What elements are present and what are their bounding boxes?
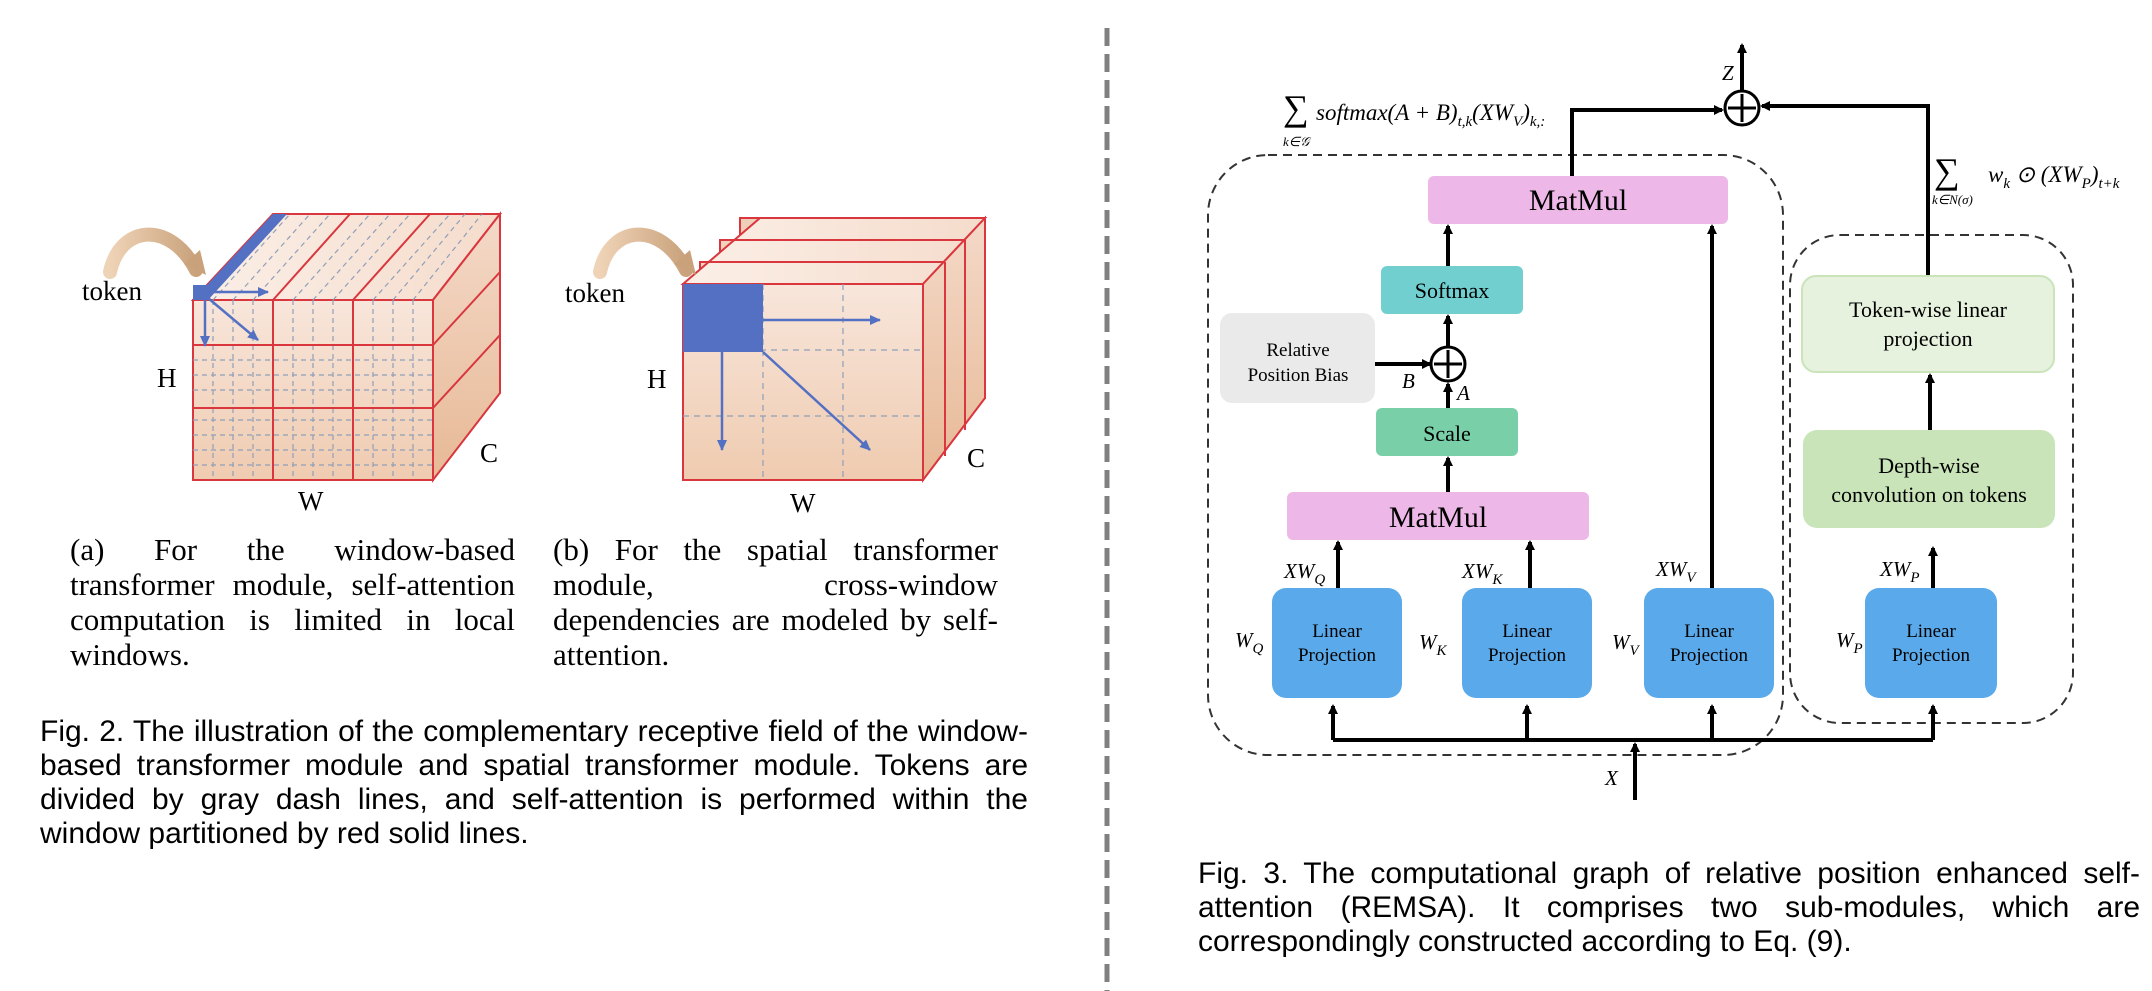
svg-text:wk ⊙ (XWP)t+k: wk ⊙ (XWP)t+k (1988, 162, 2120, 192)
subcaption-b: (b) For the spatial transformer module, … (553, 532, 998, 672)
cube-b-token-label: token (565, 278, 625, 308)
svg-text:Depth-wise: Depth-wise (1878, 453, 1979, 478)
depth-wise-convolution-node: Depth-wise convolution on tokens (1803, 430, 2055, 528)
svg-text:∑: ∑ (1283, 88, 1309, 128)
svg-text:Token-wise linear: Token-wise linear (1849, 297, 2008, 322)
fig3-caption: Fig. 3. The computational graph of relat… (1198, 857, 2140, 958)
cube-b: token H W C (565, 215, 988, 518)
matmul-top-node: MatMul (1428, 176, 1728, 224)
svg-text:Scale: Scale (1423, 421, 1471, 446)
svg-text:k∈𝒢: k∈𝒢 (1283, 134, 1312, 149)
label-xwp: XWP (1879, 557, 1920, 586)
sum-node-z (1723, 89, 1761, 127)
bias-line-1: Relative (1266, 340, 1329, 361)
svg-text:Projection: Projection (1488, 645, 1567, 666)
svg-text:Linear: Linear (1684, 621, 1734, 642)
bias-line-2: Position Bias (1248, 365, 1349, 386)
linear-p-node: Linear Projection (1865, 588, 1997, 698)
svg-text:MatMul: MatMul (1529, 184, 1627, 217)
svg-text:Linear: Linear (1502, 621, 1552, 642)
svg-text:convolution on tokens: convolution on tokens (1831, 482, 2027, 507)
svg-text:Linear: Linear (1312, 621, 1362, 642)
svg-text:Projection: Projection (1670, 645, 1749, 666)
linear-q-node: Linear Projection (1272, 588, 1402, 698)
cube-b-w-label: W (790, 488, 816, 518)
token-module-box (1789, 234, 2074, 724)
formula-left: ∑ k∈𝒢 softmax(A + B)t,k(XWV)k,: (1283, 88, 1545, 149)
cube-a-token-label: token (82, 276, 142, 306)
sum-node-ab (1429, 345, 1467, 383)
linear-k-node: Linear Projection (1462, 588, 1592, 698)
label-wk: WK (1419, 630, 1448, 659)
scale-node: Scale (1376, 408, 1518, 456)
cube-a-c-label: C (480, 438, 498, 468)
matmul-bottom-node: MatMul (1287, 492, 1589, 540)
svg-text:Projection: Projection (1298, 645, 1377, 666)
attention-module-box (1207, 154, 1784, 756)
svg-text:MatMul: MatMul (1389, 501, 1487, 534)
cube-b-c-label: C (967, 443, 985, 473)
label-wq: WQ (1235, 628, 1264, 657)
cube-a-w-label: W (298, 486, 324, 516)
label-b: B (1402, 369, 1415, 393)
svg-text:projection: projection (1883, 326, 1972, 351)
svg-text:Softmax: Softmax (1415, 278, 1490, 303)
label-x: X (1604, 766, 1619, 790)
label-z: Z (1722, 61, 1734, 85)
svg-text:Linear: Linear (1906, 621, 1956, 642)
linear-v-node: Linear Projection (1644, 588, 1774, 698)
cube-a-h-label: H (157, 363, 177, 393)
label-wp: WP (1836, 628, 1863, 657)
label-xwk: XWK (1461, 559, 1503, 588)
softmax-node: Softmax (1381, 266, 1523, 314)
label-xwv: XWV (1655, 557, 1697, 586)
svg-text:∑: ∑ (1934, 151, 1960, 191)
svg-text:softmax(A + B)t,k(XWV)k,:: softmax(A + B)t,k(XWV)k,: (1316, 100, 1545, 130)
subcaption-a: (a) For the window-based transformer mod… (70, 532, 515, 672)
formula-right: ∑ k∈N(σ) wk ⊙ (XWP)t+k (1932, 151, 2120, 207)
remsa-diagram: MatMul Softmax Relative Position Bias Sc… (1207, 43, 2120, 800)
cube-a: token H W C (82, 211, 503, 516)
label-a: A (1455, 381, 1470, 405)
relative-position-bias-node: Relative Position Bias (1220, 313, 1375, 403)
label-wv: WV (1612, 630, 1641, 659)
svg-text:k∈N(σ): k∈N(σ) (1932, 192, 1973, 207)
label-xwq: XWQ (1283, 559, 1325, 588)
token-wise-projection-node: Token-wise linear projection (1801, 275, 2055, 373)
svg-text:Projection: Projection (1892, 645, 1971, 666)
cube-b-h-label: H (647, 364, 667, 394)
fig2-caption: Fig. 2. The illustration of the compleme… (40, 715, 1028, 850)
